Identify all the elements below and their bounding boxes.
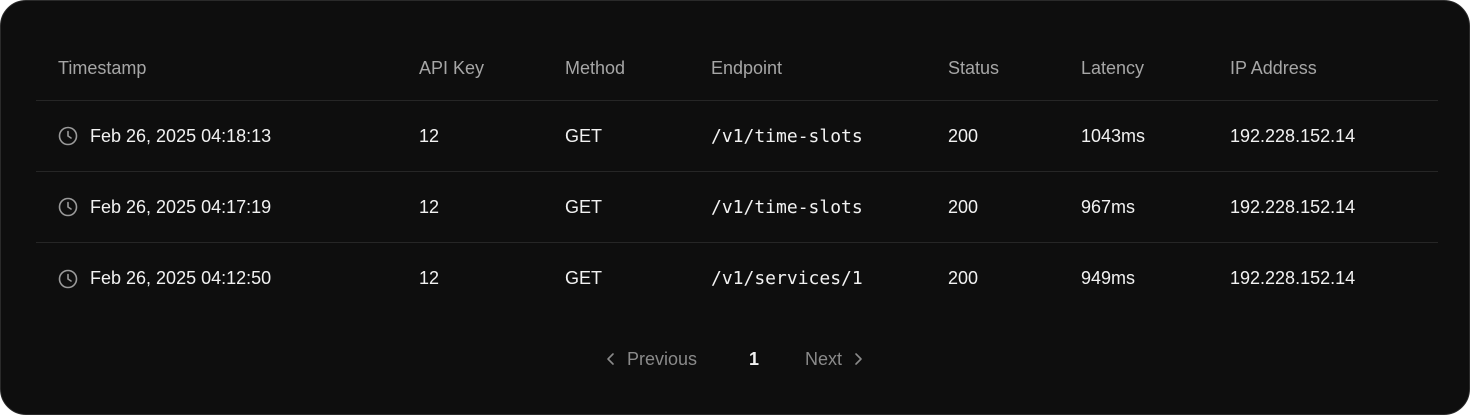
chevron-right-icon (855, 353, 862, 365)
api-key-cell: 12 (419, 196, 440, 217)
page-number-button[interactable]: 1 (749, 348, 760, 369)
table-row[interactable]: Feb 26, 2025 04:17:19 12 GET /v1/time-sl… (36, 172, 1438, 243)
column-header-method: Method (565, 57, 626, 78)
timestamp-cell: Feb 26, 2025 04:17:19 (58, 172, 271, 242)
status-cell: 200 (948, 196, 979, 217)
ip-address-cell: 192.228.152.14 (1230, 125, 1356, 146)
column-header-timestamp: Timestamp (58, 57, 147, 78)
timestamp-value: Feb 26, 2025 04:17:19 (90, 196, 272, 217)
table-row[interactable]: Feb 26, 2025 04:18:13 12 GET /v1/time-sl… (36, 101, 1438, 172)
column-header-api-key: API Key (419, 57, 485, 78)
previous-page-button[interactable]: Previous (605, 339, 697, 379)
status-cell: 200 (948, 268, 979, 288)
table-row[interactable]: Feb 26, 2025 04:12:50 12 GET /v1/service… (36, 243, 1438, 314)
clock-icon (58, 126, 78, 146)
latency-cell: 949ms (1081, 268, 1136, 288)
latency-cell: 967ms (1081, 196, 1136, 217)
table-header-row: Timestamp API Key Method Endpoint Status… (36, 36, 1438, 101)
timestamp-value: Feb 26, 2025 04:12:50 (90, 268, 272, 288)
request-log-table: Timestamp API Key Method Endpoint Status… (36, 36, 1438, 314)
pagination: Previous 1 Next (1, 339, 1471, 379)
next-page-label: Next (805, 348, 843, 369)
column-header-latency: Latency (1081, 57, 1145, 78)
column-header-ip-address: IP Address (1230, 57, 1317, 78)
ip-address-cell: 192.228.152.14 (1230, 268, 1356, 288)
endpoint-cell: /v1/services/1 (711, 268, 863, 289)
timestamp-value: Feb 26, 2025 04:18:13 (90, 125, 272, 146)
clock-icon (58, 269, 78, 288)
status-cell: 200 (948, 125, 979, 146)
api-key-cell: 12 (419, 268, 440, 288)
timestamp-cell: Feb 26, 2025 04:18:13 (58, 101, 271, 171)
column-header-endpoint: Endpoint (711, 57, 783, 78)
clock-icon (58, 197, 78, 217)
column-header-status: Status (948, 57, 1000, 78)
endpoint-cell: /v1/time-slots (711, 196, 863, 218)
api-key-cell: 12 (419, 125, 440, 146)
ip-address-cell: 192.228.152.14 (1230, 196, 1356, 217)
endpoint-cell: /v1/time-slots (711, 125, 863, 147)
next-page-button[interactable]: Next (805, 339, 864, 379)
method-cell: GET (565, 268, 603, 288)
latency-cell: 1043ms (1081, 125, 1146, 146)
chevron-left-icon (607, 353, 614, 365)
timestamp-cell: Feb 26, 2025 04:12:50 (58, 243, 271, 314)
previous-page-label: Previous (627, 348, 698, 369)
method-cell: GET (565, 196, 603, 217)
method-cell: GET (565, 125, 603, 146)
